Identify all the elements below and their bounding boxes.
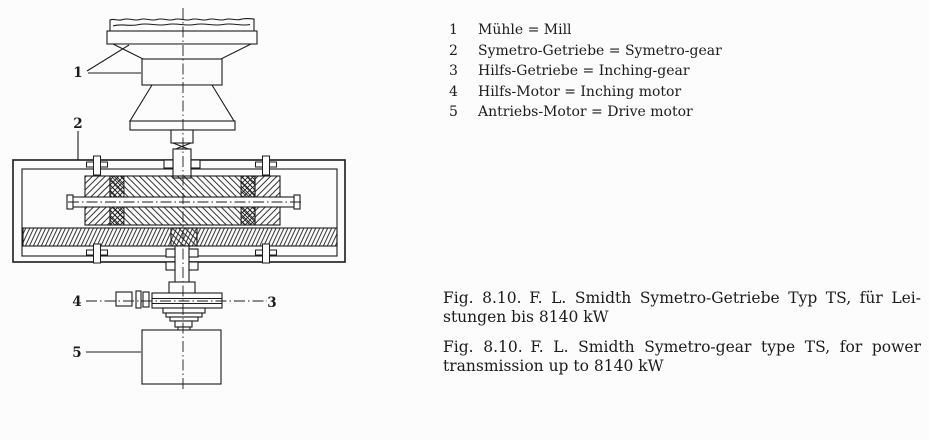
callout-5: 5 bbox=[72, 345, 81, 361]
mill-section bbox=[106, 17, 258, 179]
callouts: 1 2 3 4 5 bbox=[72, 44, 277, 361]
symetro-gear-block bbox=[66, 175, 301, 226]
centerlines bbox=[68, 8, 302, 392]
caption-english: Fig. 8.10. F. L. Smidth Symetro-gear typ… bbox=[443, 338, 921, 375]
legend-item-4: 4 Hilfs-Motor = Inching motor bbox=[449, 82, 722, 103]
legend-item-3: 3 Hilfs-Getriebe = Inching-gear bbox=[449, 61, 722, 82]
callout-1: 1 bbox=[73, 65, 82, 81]
symetro-gear-sectional-drawing: 1 2 3 4 5 bbox=[12, 8, 346, 392]
figure-legend: 1 Mühle = Mill 2 Symetro-Getriebe = Syme… bbox=[449, 20, 722, 123]
legend-number: 5 bbox=[449, 104, 458, 120]
inching-motor bbox=[115, 291, 133, 307]
legend-item-1: 1 Mühle = Mill bbox=[449, 20, 722, 41]
callout-4: 4 bbox=[72, 294, 81, 310]
mill-hub bbox=[141, 58, 223, 86]
callout-3: 3 bbox=[267, 295, 276, 311]
legend-label: Hilfs-Motor = Inching motor bbox=[478, 83, 682, 100]
torn-edge-line bbox=[112, 23, 251, 27]
caption-german-line1: Fig. 8.10. F. L. Smidth Symetro-Getriebe… bbox=[443, 289, 921, 307]
figure-captions: Fig. 8.10. F. L. Smidth Symetro-Getriebe… bbox=[443, 289, 921, 387]
caption-german-line2: stungen bis 8140 kW bbox=[443, 307, 609, 326]
caption-english-line1: Fig. 8.10. F. L. Smidth Symetro-gear typ… bbox=[443, 338, 921, 356]
legend-label: Symetro-Getriebe = Symetro-gear bbox=[478, 42, 722, 59]
ring-gear bbox=[22, 227, 338, 247]
caption-german: Fig. 8.10. F. L. Smidth Symetro-Getriebe… bbox=[443, 289, 921, 326]
legend-number: 1 bbox=[449, 22, 458, 38]
legend-item-2: 2 Symetro-Getriebe = Symetro-gear bbox=[449, 41, 722, 62]
caption-english-line2: transmission up to 8140 kW bbox=[443, 356, 664, 375]
legend-label: Antriebs-Motor = Drive motor bbox=[478, 104, 693, 120]
coupling-disc bbox=[135, 290, 142, 309]
output-shaft bbox=[165, 245, 199, 295]
legend-number: 4 bbox=[449, 83, 458, 100]
drive-motor bbox=[141, 329, 222, 385]
legend-label: Hilfs-Getriebe = Inching-gear bbox=[478, 63, 690, 79]
callout-2: 2 bbox=[73, 116, 82, 132]
legend-label: Mühle = Mill bbox=[478, 22, 572, 38]
leader-1a bbox=[86, 44, 130, 72]
inching-gear-assembly bbox=[115, 290, 223, 333]
legend-number: 2 bbox=[449, 42, 458, 59]
inching-gear bbox=[151, 292, 223, 309]
legend-number: 3 bbox=[449, 63, 458, 79]
housing-bolts bbox=[86, 155, 277, 264]
coupling-disc bbox=[142, 291, 150, 308]
legend-item-5: 5 Antriebs-Motor = Drive motor bbox=[449, 102, 722, 123]
figure-drawing: 1 2 3 4 5 bbox=[0, 0, 440, 440]
input-shaft bbox=[172, 148, 192, 179]
